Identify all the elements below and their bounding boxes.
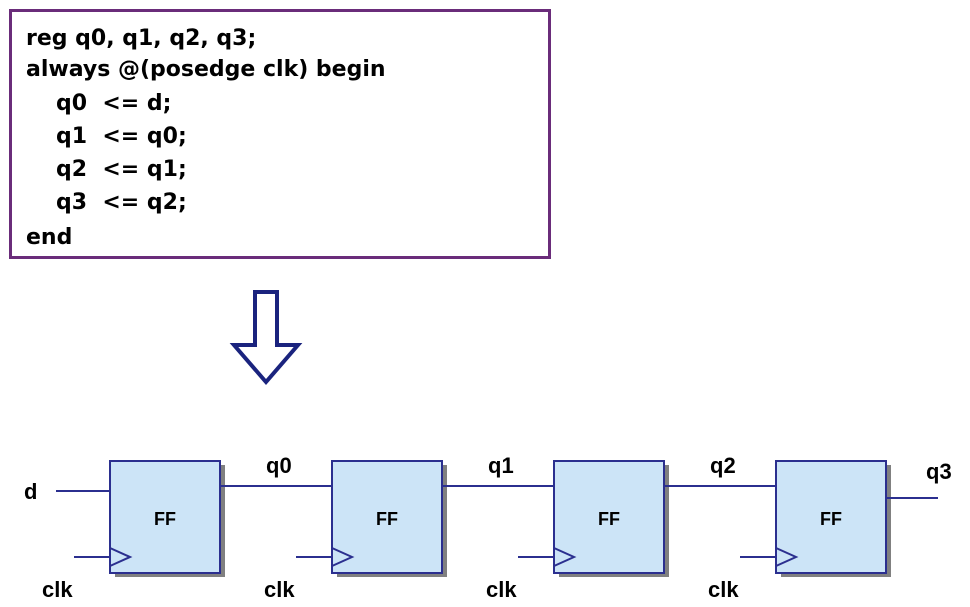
clock-label: clk	[264, 577, 295, 602]
code-line-always: always @(posedge clk) begin	[26, 57, 386, 82]
ff-label: FF	[598, 509, 620, 529]
ff-box	[553, 460, 665, 574]
clock-triangle-icon	[775, 547, 799, 567]
ff-box	[331, 460, 443, 574]
code-line-reg: reg q0, q1, q2, q3;	[26, 26, 257, 51]
clock-label: clk	[708, 577, 739, 602]
ff-label: FF	[820, 509, 842, 529]
verilog-code-box: reg q0, q1, q2, q3; always @(posedge clk…	[9, 9, 551, 259]
code-line-q2: q2 <= q1;	[56, 157, 187, 182]
ff-box	[109, 460, 221, 574]
ff-label: FF	[376, 509, 398, 529]
output-label-q1: q1	[488, 453, 514, 478]
code-line-end: end	[26, 225, 73, 250]
clock-triangle-icon	[331, 547, 355, 567]
down-arrow-icon	[229, 290, 303, 386]
flip-flop-2: FF clk	[264, 460, 447, 602]
clock-triangle-icon	[109, 547, 133, 567]
output-label-q2: q2	[710, 453, 736, 478]
input-label-d: d	[24, 479, 37, 504]
ff-label: FF	[154, 509, 176, 529]
flip-flop-4: FF clk	[708, 460, 891, 602]
clock-triangle-icon	[553, 547, 577, 567]
code-line-q1: q1 <= q0;	[56, 124, 187, 149]
shift-register-diagram: d FF clk q0 FF clk q1 FF clk q2 FF c	[24, 453, 952, 602]
code-line-q0: q0 <= d;	[56, 91, 172, 116]
flip-flop-3: FF clk	[486, 460, 669, 602]
clock-label: clk	[42, 577, 73, 602]
ff-box	[775, 460, 887, 574]
code-line-q3: q3 <= q2;	[56, 190, 187, 215]
clock-label: clk	[486, 577, 517, 602]
output-label-q3: q3	[926, 459, 952, 484]
flip-flop-1: FF clk	[42, 460, 225, 602]
output-label-q0: q0	[266, 453, 292, 478]
